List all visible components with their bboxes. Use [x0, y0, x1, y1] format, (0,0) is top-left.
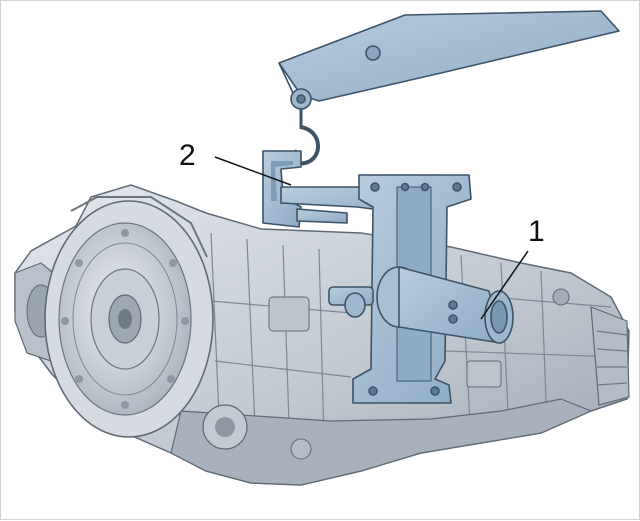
bell-housing [44, 196, 214, 438]
oil-pan [170, 398, 593, 486]
callout-1: 1 [480, 215, 545, 320]
callout-2-label: 2 [179, 139, 196, 172]
crane-hook [290, 88, 320, 166]
callout-2: 2 [179, 139, 292, 186]
callout-2-leader [214, 156, 292, 186]
clamp-bolt [328, 286, 374, 318]
transmission [14, 184, 630, 486]
crane-boom [278, 10, 620, 102]
lifting-equipment [262, 10, 620, 404]
callout-1-leader [480, 250, 529, 320]
callout-1-label: 1 [528, 215, 545, 248]
spindle [376, 266, 514, 344]
